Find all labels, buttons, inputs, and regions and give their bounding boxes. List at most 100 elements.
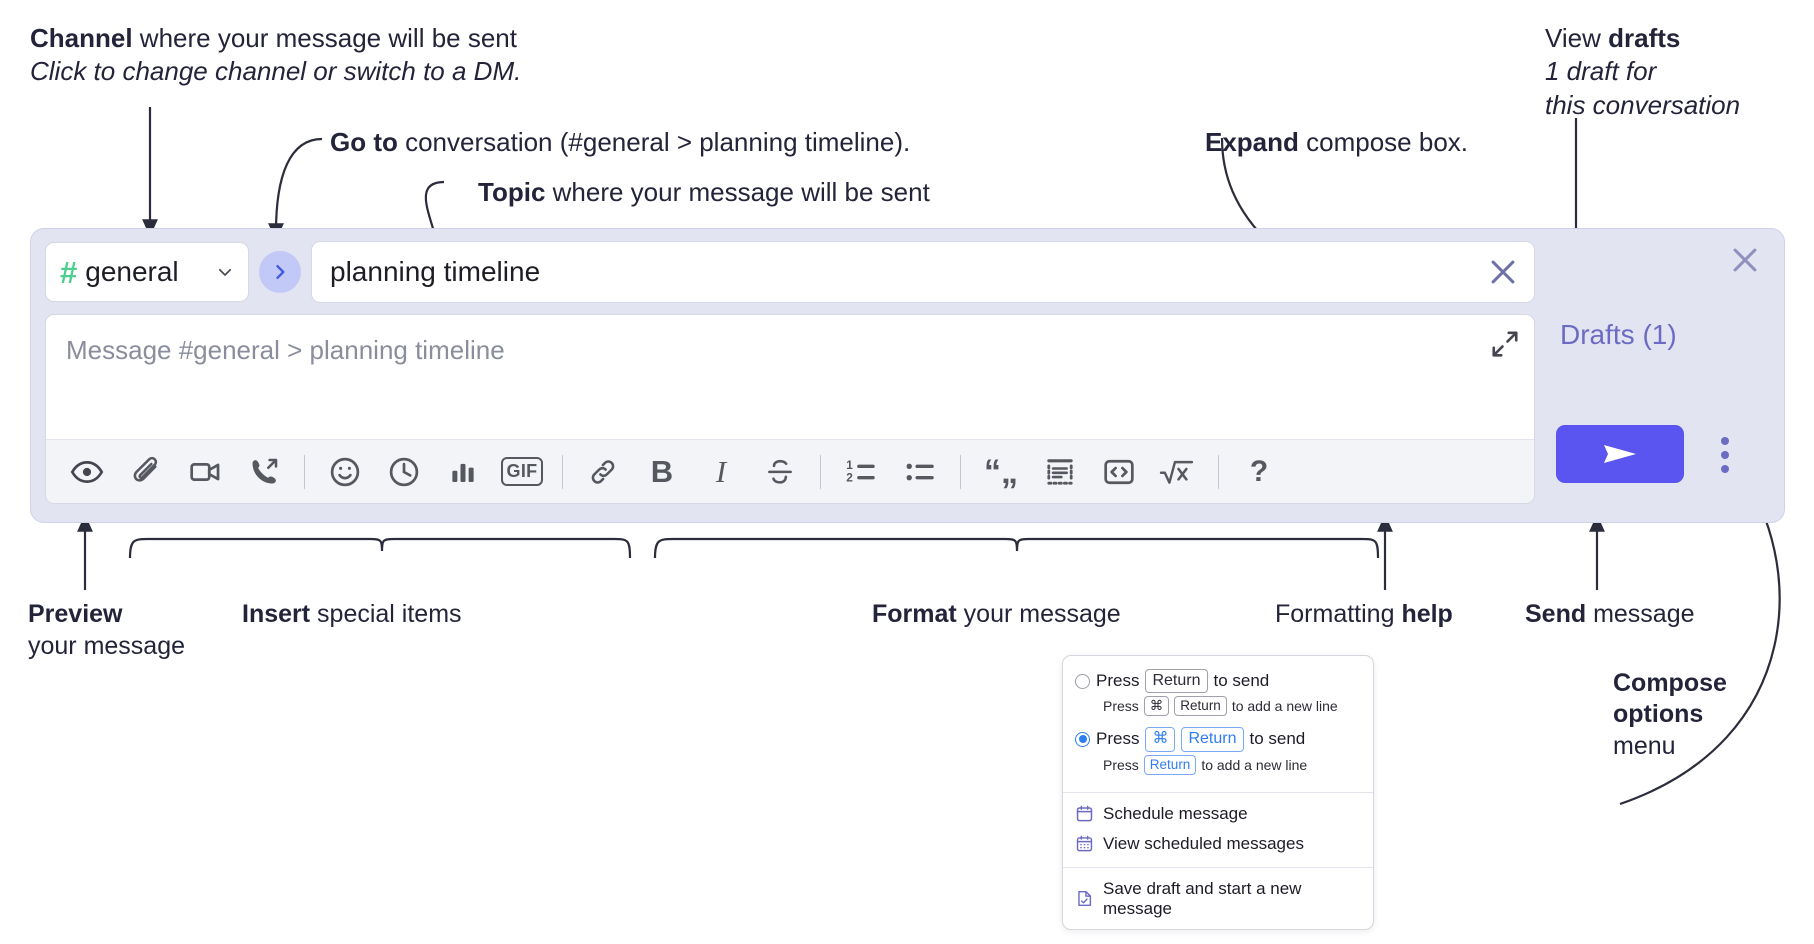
annotation-channel-rest: where your message will be sent [132, 23, 517, 53]
send-option-cmd-return-line1: Press ⌘ Return to send [1075, 727, 1361, 752]
composer-main-column: # general planning timeline [45, 241, 1535, 504]
annotation-drafts-bold: drafts [1608, 23, 1681, 53]
annotation-insert-bold: Insert [242, 600, 311, 628]
key-return-3: Return [1181, 727, 1244, 752]
video-button[interactable] [182, 450, 228, 494]
annotation-drafts-line3: this conversation [1545, 89, 1741, 120]
annotation-send: Send message [1525, 598, 1775, 630]
attach-button[interactable] [123, 450, 169, 494]
menu-item-label: Schedule message [1103, 803, 1248, 823]
separator-4 [960, 454, 961, 489]
bold-icon: B [650, 453, 674, 489]
calendar-grid-icon [1076, 835, 1093, 852]
hash-icon: # [60, 254, 78, 290]
ordered-list-button[interactable]: 1 2 [838, 450, 884, 494]
message-input-box[interactable]: Message #general > planning timeline [45, 314, 1535, 504]
formatting-help-button[interactable]: ? [1236, 450, 1282, 494]
compose-options-button[interactable] [1712, 434, 1738, 476]
annotation-help-bold: help [1401, 600, 1453, 628]
menu-item-schedule-message[interactable]: Schedule message [1063, 799, 1373, 829]
smiley-icon [330, 457, 360, 486]
formatting-toolbar: GIF B I [46, 439, 1534, 503]
svg-text:2: 2 [846, 470, 853, 484]
send-button[interactable] [1556, 425, 1684, 483]
drafts-link[interactable]: Drafts (1) [1560, 319, 1677, 350]
italic-button[interactable]: I [698, 450, 744, 494]
topic-value: planning timeline [330, 256, 541, 287]
annotation-goto-bold: Go to [330, 127, 398, 157]
message-composer: Drafts (1) # general [30, 228, 1785, 523]
inline-code-button[interactable] [1096, 450, 1142, 494]
key-return: Return [1145, 669, 1208, 694]
annotation-send-rest: message [1586, 600, 1695, 628]
send-option-cmd-return[interactable]: Press ⌘ Return to send Press Return to a… [1063, 725, 1373, 783]
annotation-topic: Topic where your message will be sent [478, 176, 1178, 209]
ordered-list-icon: 1 2 [846, 457, 875, 484]
key-cmd: ⌘ [1143, 696, 1170, 717]
preview-button[interactable] [64, 450, 110, 494]
gif-button[interactable]: GIF [499, 450, 545, 494]
annotation-insert: Insert special items [242, 598, 572, 630]
separator-5 [1218, 454, 1219, 489]
annotation-channel-italic: Click to change channel or switch to a D… [30, 56, 522, 87]
send-option-return[interactable]: Press Return to send Press ⌘ Return to a… [1063, 667, 1373, 725]
separator-2 [562, 454, 563, 489]
channel-selector[interactable]: # general [45, 242, 249, 302]
key-return-4: Return [1143, 754, 1197, 775]
math-button[interactable] [1155, 450, 1201, 494]
annotation-topic-rest: where your message will be sent [545, 177, 930, 207]
send-icon [1604, 445, 1636, 463]
annotation-expand: Expand compose box. [1205, 126, 1605, 159]
annotation-topic-bold: Topic [478, 177, 546, 207]
to-send-label: to send [1213, 671, 1270, 691]
send-option-cmd-return-line2: Press Return to add a new line [1103, 754, 1361, 775]
menu-item-save-draft[interactable]: Save draft and start a new message [1063, 874, 1373, 929]
key-cmd-2: ⌘ [1145, 727, 1176, 752]
more-vertical-icon-dot-2 [1721, 451, 1729, 459]
menu-divider-2 [1063, 866, 1373, 868]
math-icon [1159, 460, 1194, 484]
document-check-icon [1078, 891, 1092, 907]
close-icon[interactable] [1728, 243, 1762, 277]
channel-name: general [85, 256, 179, 287]
phone-forward-icon [252, 458, 278, 483]
press-label-3: Press [1096, 729, 1140, 749]
menu-item-view-scheduled-messages[interactable]: View scheduled messages [1063, 829, 1373, 859]
code-block-icon [1047, 458, 1073, 485]
annotation-channel: Channel where your message will be sent … [30, 22, 670, 89]
menu-item-label: View scheduled messages [1103, 833, 1304, 853]
radio-cmd-return[interactable] [1075, 731, 1090, 747]
schedule-button[interactable] [381, 450, 427, 494]
code-block-button[interactable] [1037, 450, 1083, 494]
radio-return[interactable] [1075, 673, 1090, 689]
composer-right-panel: Drafts (1) [1534, 229, 1784, 522]
new-line-label: to add a new line [1231, 698, 1338, 715]
strikethrough-icon [768, 459, 792, 484]
audio-button[interactable] [241, 450, 287, 494]
press-label: Press [1096, 671, 1140, 691]
clear-topic-icon[interactable] [1486, 255, 1520, 289]
annotation-drafts-normal: View [1545, 23, 1609, 53]
eye-icon [70, 460, 104, 483]
quote-icon: “„ [984, 452, 1018, 491]
topic-field[interactable]: planning timeline [311, 241, 1535, 303]
link-button[interactable] [580, 450, 626, 494]
poll-button[interactable] [440, 450, 486, 494]
strikethrough-button[interactable] [757, 450, 803, 494]
italic-icon: I [715, 453, 727, 489]
annotation-compose-bold2: options [1613, 700, 1704, 729]
to-send-label-2: to send [1249, 729, 1306, 749]
expand-icon[interactable] [1490, 329, 1520, 359]
bullet-list-button[interactable] [897, 450, 943, 494]
blockquote-button[interactable]: “„ [978, 450, 1024, 494]
chevron-right-icon [276, 265, 285, 279]
emoji-button[interactable] [322, 450, 368, 494]
bold-button[interactable]: B [639, 450, 685, 494]
send-option-return-line1: Press Return to send [1075, 669, 1361, 694]
annotation-drafts: View drafts 1 draft for this conversatio… [1545, 22, 1805, 122]
go-to-conversation-button[interactable] [259, 251, 301, 293]
annotation-preview: Preview your message [28, 598, 228, 662]
link-icon [591, 459, 615, 484]
separator-1 [304, 454, 305, 489]
